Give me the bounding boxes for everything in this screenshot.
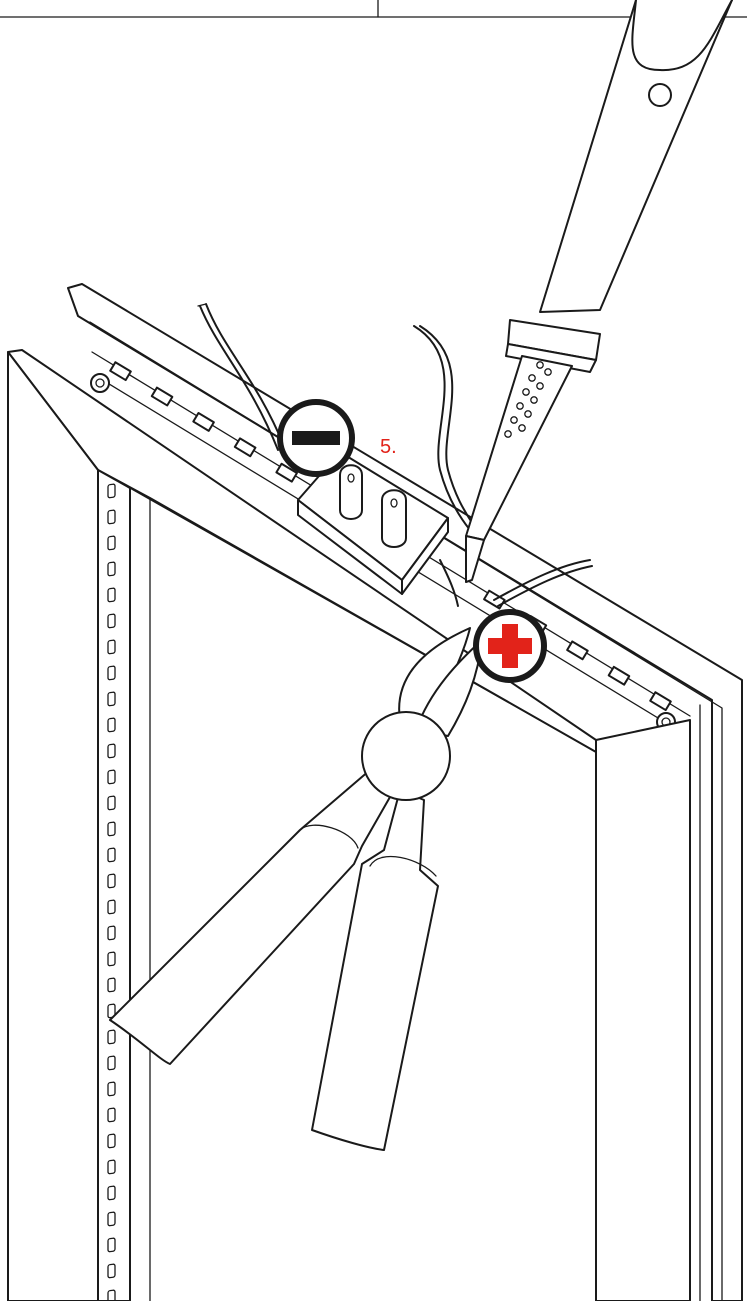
rail-slot	[107, 665, 116, 681]
soldering-iron	[465, 0, 733, 583]
rail-slot	[107, 639, 116, 655]
grip-dot	[522, 388, 530, 396]
rail-slot	[107, 821, 116, 837]
rail-slot	[107, 1081, 116, 1097]
negative-marker	[277, 399, 355, 477]
grip-dot	[536, 382, 544, 390]
rail-slot	[107, 587, 116, 603]
grip-dot	[536, 361, 544, 369]
rail-slot	[107, 1289, 116, 1301]
led-chip	[233, 437, 257, 458]
rail-slot	[107, 1107, 116, 1123]
positive-marker	[473, 609, 547, 683]
rail-slot	[107, 691, 116, 707]
grip-dot	[528, 374, 536, 382]
header-divider	[0, 0, 747, 18]
led-chip	[150, 386, 174, 407]
rail-slot	[107, 1185, 116, 1201]
rail-slot	[107, 1263, 116, 1279]
rail-slot	[107, 1029, 116, 1045]
grip-dot	[524, 410, 532, 418]
rail-slot	[107, 977, 116, 993]
rail-slot	[107, 769, 116, 785]
power-supply	[297, 451, 449, 595]
rail-slot	[107, 925, 116, 941]
rail-slot	[107, 795, 116, 811]
grip-dot	[504, 430, 512, 438]
rail-slot	[107, 951, 116, 967]
rail-slot	[107, 873, 116, 889]
rail-slot	[107, 483, 116, 499]
grip-dot	[544, 368, 552, 376]
led-chip	[109, 361, 132, 382]
plus-icon	[488, 624, 532, 668]
rail-slot	[107, 1211, 116, 1227]
rail-slot	[107, 561, 116, 577]
grip-dot	[530, 396, 538, 404]
led-chip	[649, 691, 672, 712]
pliers	[109, 627, 483, 1151]
led-chip	[566, 640, 589, 661]
rail-slot	[107, 1133, 116, 1149]
grip-dot	[510, 416, 518, 424]
led-chip	[607, 665, 631, 686]
grip-dot	[516, 402, 524, 410]
rail-slot	[107, 1237, 116, 1253]
rail-slot	[107, 847, 116, 863]
rail-slot	[107, 1055, 116, 1071]
rail-slots	[107, 483, 116, 1301]
rail-slot	[107, 717, 116, 733]
rail-slot	[107, 535, 116, 551]
rail-slot	[107, 743, 116, 759]
minus-icon	[292, 431, 340, 445]
rail-slot	[107, 509, 116, 525]
rail-slot	[107, 899, 116, 915]
led-chip	[275, 462, 298, 483]
grip-dot	[518, 424, 526, 432]
rail-slot	[107, 613, 116, 629]
step-number: 5.	[380, 436, 397, 458]
led-chip	[192, 411, 215, 432]
rail-slot	[107, 1159, 116, 1175]
wires	[197, 303, 593, 607]
